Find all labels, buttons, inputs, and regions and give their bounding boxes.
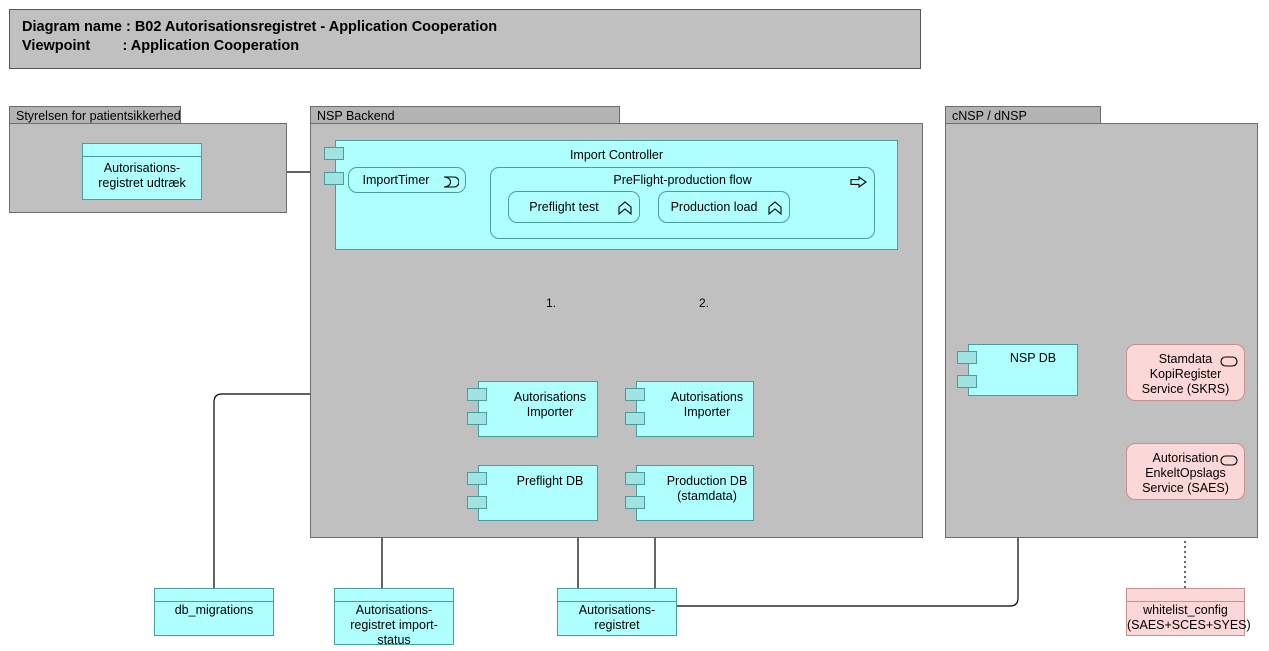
service-label: Autorisation EnkeltOpslags Service (SAES… <box>1142 451 1229 495</box>
function-icon <box>618 201 632 220</box>
element-import-timer[interactable]: ImportTimer <box>348 167 466 193</box>
component-label: Production DB (stamdata) <box>666 474 748 503</box>
component-autorisations-importer-production[interactable]: Autorisations Importer <box>636 381 754 437</box>
component-label: Preflight DB <box>516 474 584 488</box>
component-preflight-db[interactable]: Preflight DB <box>478 465 598 521</box>
service-stamdata-kopiregister[interactable]: Stamdata KopiRegister Service (SKRS) <box>1126 344 1245 401</box>
component-production-db[interactable]: Production DB (stamdata) <box>636 465 754 521</box>
group-tab-cnsp-dnsp: cNSP / dNSP <box>945 106 1101 123</box>
edge-label-preflight-sequence: 1. <box>546 296 557 310</box>
importer-production-port-1 <box>625 388 645 401</box>
dataobject-header-bar <box>155 589 273 602</box>
preflight-db-port-1 <box>467 472 487 485</box>
component-label: NSP DB <box>1009 351 1057 365</box>
function-icon <box>768 201 782 220</box>
importer-production-port-2 <box>625 412 645 425</box>
preflight-db-port-2 <box>467 496 487 509</box>
nsp-db-port-1 <box>957 351 977 364</box>
service-oval-icon <box>1220 453 1238 471</box>
component-nsp-db[interactable]: NSP DB <box>968 344 1078 396</box>
component-label: Autorisations Importer <box>513 390 587 419</box>
dataobject-header-bar <box>335 589 453 602</box>
production-db-port-2 <box>625 496 645 509</box>
group-tab-nsp-backend: NSP Backend <box>310 106 620 123</box>
preflight-production-flow-label: PreFlight-production flow <box>613 173 752 187</box>
production-db-port-1 <box>625 472 645 485</box>
preflight-test-label: Preflight test <box>529 200 599 214</box>
import-controller-port-bottom <box>324 172 344 185</box>
edge-autorisationsregistret-to-nsp-db <box>677 396 1019 607</box>
edge-importer-to-db-migrations <box>213 393 478 588</box>
process-arrow-icon <box>850 175 867 193</box>
importer-preflight-port-1 <box>467 388 487 401</box>
import-controller-label: Import Controller <box>569 148 664 162</box>
component-label: Autorisations Importer <box>670 390 744 419</box>
component-label: Autorisations- registret udtræk <box>98 161 186 190</box>
dataobject-header-bar <box>558 589 676 602</box>
dataobject-label: Autorisations- registret <box>578 603 656 632</box>
dataobject-autorisationsregistret[interactable]: Autorisations- registret <box>557 588 677 636</box>
edge-label-production-sequence: 2. <box>699 296 710 310</box>
import-timer-label: ImportTimer <box>362 173 430 187</box>
dataobject-autorisationsregistret-import-status[interactable]: Autorisations- registret import- status <box>334 588 454 647</box>
dataobject-whitelist-config[interactable]: whitelist_config (SAES+SCES+SYES) <box>1126 588 1251 636</box>
service-label: Stamdata KopiRegister Service (SKRS) <box>1141 352 1230 396</box>
importer-preflight-port-2 <box>467 412 487 425</box>
element-preflight-test[interactable]: Preflight test <box>508 191 640 223</box>
diagram-name-line: Diagram name : B02 Autorisationsregistre… <box>22 19 498 35</box>
dataobject-label: db_migrations <box>174 603 254 617</box>
nsp-db-port-2 <box>957 375 977 388</box>
dataobject-label: Autorisations- registret import- status <box>350 603 438 647</box>
dataobject-label: whitelist_config (SAES+SCES+SYES) <box>1127 603 1251 632</box>
event-icon <box>443 175 460 193</box>
diagram-title-block: Diagram name : B02 Autorisationsregistre… <box>9 9 921 69</box>
component-header-bar <box>83 144 201 157</box>
service-autorisation-enkeltopslags[interactable]: Autorisation EnkeltOpslags Service (SAES… <box>1126 443 1245 500</box>
production-load-label: Production load <box>670 200 758 214</box>
import-controller-port-top <box>324 147 344 160</box>
viewpoint-line: Viewpoint : Application Cooperation <box>22 38 300 54</box>
service-oval-icon <box>1220 354 1238 372</box>
element-production-load[interactable]: Production load <box>658 191 790 223</box>
dataobject-db-migrations[interactable]: db_migrations <box>154 588 274 636</box>
dataobject-header-bar <box>1127 589 1244 602</box>
group-tab-styrelsen: Styrelsen for patientsikkerhed <box>9 106 181 123</box>
component-autorisations-importer-preflight[interactable]: Autorisations Importer <box>478 381 598 437</box>
component-autorisationsregistret-udtraek[interactable]: Autorisations- registret udtræk <box>82 143 202 200</box>
